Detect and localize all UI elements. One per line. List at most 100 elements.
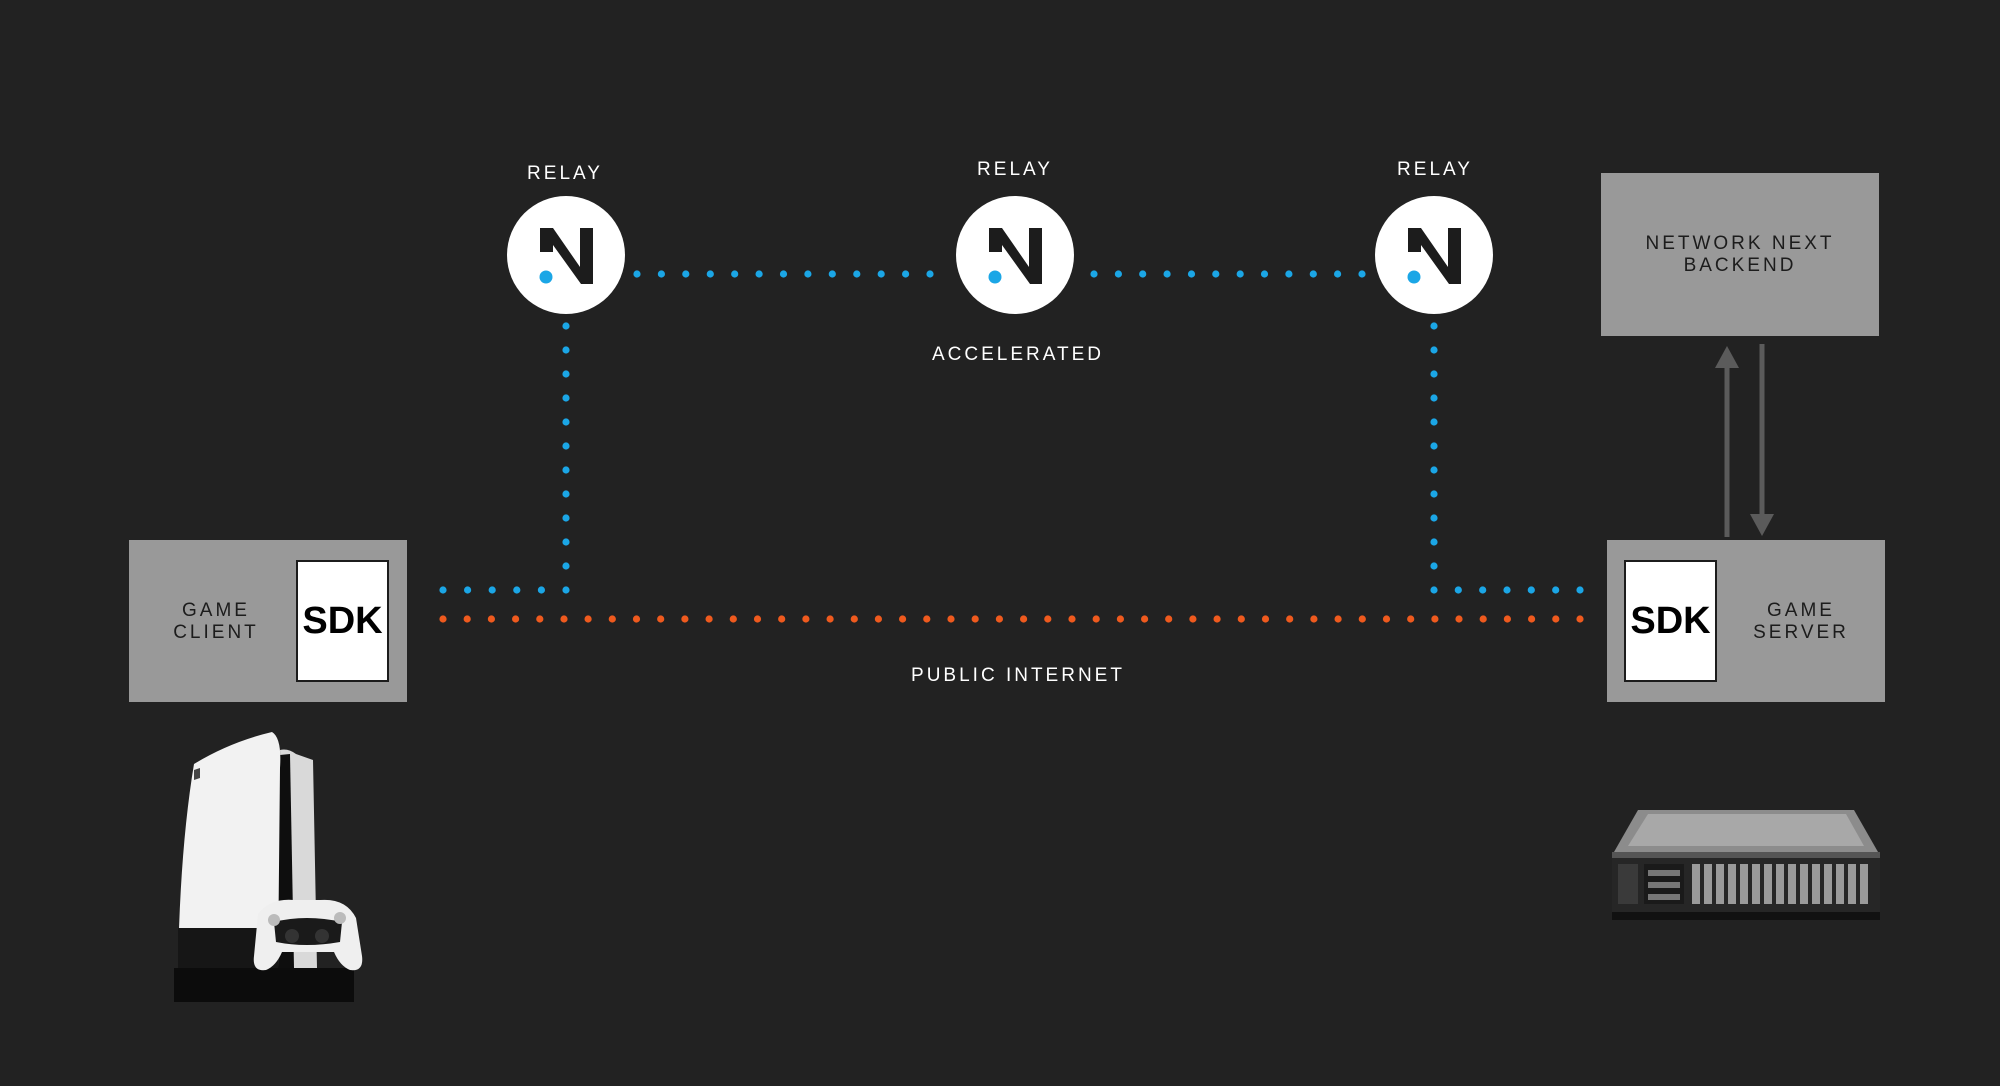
accelerated-dot bbox=[804, 270, 812, 278]
arrow-down-icon bbox=[1750, 344, 1774, 536]
accelerated-route-dots bbox=[439, 270, 1584, 594]
public-internet-dot bbox=[1189, 615, 1197, 623]
accelerated-dot bbox=[706, 270, 714, 278]
accelerated-dot bbox=[562, 562, 570, 570]
accelerated-dot bbox=[1430, 418, 1438, 426]
public-internet-route-dots bbox=[439, 615, 1584, 623]
public-internet-dot bbox=[874, 615, 883, 623]
accelerated-dot bbox=[1430, 466, 1438, 474]
public-internet-dot bbox=[1334, 615, 1342, 623]
accelerated-dot bbox=[877, 270, 885, 278]
public-internet-dot bbox=[1552, 615, 1560, 623]
public-internet-dot bbox=[923, 615, 931, 623]
accelerated-dot bbox=[682, 270, 690, 278]
network-next-backend-box: NETWORK NEXT BACKEND bbox=[1601, 173, 1879, 336]
backend-arrows bbox=[1715, 344, 1774, 537]
accelerated-dot bbox=[779, 270, 788, 278]
public-internet-dot bbox=[1068, 615, 1076, 623]
accelerated-dot bbox=[1430, 514, 1438, 522]
public-internet-dot bbox=[1020, 615, 1028, 623]
accelerated-dot bbox=[439, 586, 447, 594]
arrow-up-icon bbox=[1715, 346, 1739, 537]
public-internet-dot bbox=[1528, 615, 1536, 623]
accelerated-dot bbox=[562, 394, 570, 402]
accelerated-dot bbox=[1285, 270, 1293, 278]
public-internet-dot bbox=[1044, 615, 1052, 623]
public-internet-dot bbox=[487, 615, 495, 623]
accelerated-dot bbox=[513, 586, 521, 594]
public-internet-dot bbox=[1503, 615, 1511, 623]
accelerated-dot bbox=[562, 586, 570, 594]
public-internet-dot bbox=[681, 615, 689, 623]
game-server-label-line2: SERVER bbox=[1753, 622, 1849, 643]
public-internet-dot bbox=[753, 615, 762, 623]
public-internet-dot bbox=[1261, 615, 1270, 623]
accelerated-dot bbox=[1430, 370, 1438, 378]
public-internet-dot bbox=[608, 615, 616, 623]
accelerated-dot bbox=[657, 270, 666, 278]
accelerated-dot bbox=[828, 270, 836, 278]
game-client-box: GAME CLIENT SDK bbox=[129, 540, 407, 702]
public-internet-dot bbox=[1116, 615, 1124, 623]
accelerated-dot bbox=[1503, 586, 1511, 594]
public-internet-dot bbox=[657, 615, 665, 623]
accelerated-dot bbox=[731, 270, 739, 278]
public-internet-dot bbox=[802, 615, 810, 623]
backend-label-line1: NETWORK NEXT bbox=[1645, 233, 1835, 254]
accelerated-dot bbox=[1090, 270, 1098, 278]
accelerated-dot bbox=[562, 538, 570, 546]
public-internet-dot bbox=[947, 615, 955, 623]
accelerated-dot bbox=[902, 270, 910, 278]
relay-node-1 bbox=[507, 196, 625, 314]
public-internet-dot bbox=[463, 615, 471, 623]
public-internet-dot bbox=[1382, 615, 1391, 623]
network-next-logo-icon bbox=[1407, 228, 1461, 284]
accelerated-dot bbox=[1552, 586, 1560, 594]
accelerated-dot bbox=[1430, 538, 1438, 546]
accelerated-label: ACCELERATED bbox=[931, 344, 1105, 365]
accelerated-dot bbox=[562, 514, 570, 522]
public-internet-dot bbox=[536, 615, 544, 623]
accelerated-dot bbox=[1430, 322, 1438, 330]
public-internet-dot bbox=[826, 615, 834, 623]
accelerated-dot bbox=[1260, 270, 1269, 278]
accelerated-dot bbox=[537, 586, 546, 594]
accelerated-dot bbox=[1236, 270, 1244, 278]
relay-node-3 bbox=[1375, 196, 1493, 314]
relay-label-1: RELAY bbox=[527, 163, 603, 184]
public-internet-dot bbox=[632, 615, 641, 623]
accelerated-dot bbox=[1454, 586, 1462, 594]
public-internet-dot bbox=[729, 615, 737, 623]
accelerated-dot bbox=[562, 322, 570, 330]
accelerated-dot bbox=[1479, 586, 1487, 594]
accelerated-dot bbox=[1430, 346, 1438, 354]
accelerated-dot bbox=[1163, 270, 1171, 278]
accelerated-dot bbox=[1430, 586, 1438, 594]
game-server-label-line1: GAME bbox=[1767, 600, 1835, 621]
public-internet-dot bbox=[584, 615, 592, 623]
accelerated-dot bbox=[1430, 562, 1438, 570]
public-internet-dot bbox=[1310, 615, 1318, 623]
public-internet-dot bbox=[1455, 615, 1463, 623]
network-next-logo-icon bbox=[988, 228, 1042, 284]
public-internet-dot bbox=[971, 615, 979, 623]
accelerated-dot bbox=[1358, 270, 1366, 278]
public-internet-dot bbox=[1479, 615, 1487, 623]
public-internet-dot bbox=[995, 615, 1004, 623]
game-client-label-line2: CLIENT bbox=[173, 622, 259, 643]
game-client-label-line1: GAME bbox=[182, 600, 250, 621]
accelerated-dot bbox=[562, 490, 570, 498]
accelerated-dot bbox=[562, 370, 570, 378]
accelerated-dot bbox=[562, 346, 570, 354]
public-internet-dot bbox=[1141, 615, 1149, 623]
accelerated-dot bbox=[1309, 270, 1317, 278]
relay-label-2: RELAY bbox=[977, 159, 1053, 180]
accelerated-dot bbox=[488, 586, 496, 594]
accelerated-dot bbox=[1430, 490, 1438, 498]
public-internet-dot bbox=[1576, 615, 1584, 623]
public-internet-dot bbox=[439, 615, 447, 623]
public-internet-dot bbox=[899, 615, 907, 623]
backend-label-line2: BACKEND bbox=[1683, 255, 1797, 276]
public-internet-dot bbox=[511, 615, 520, 623]
accelerated-dot bbox=[1212, 270, 1220, 278]
